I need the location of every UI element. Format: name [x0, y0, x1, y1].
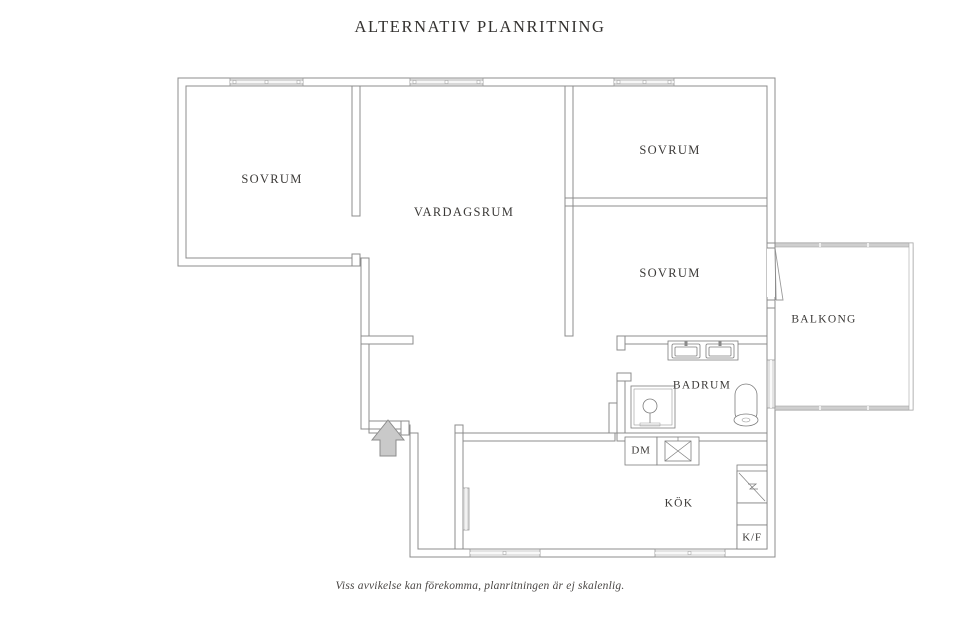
wall-entry-jog-right: [400, 420, 410, 436]
balcony-door-leaf: [774, 247, 777, 301]
appliance-labels: DM K/F: [631, 445, 761, 544]
interior-walls: [351, 85, 768, 550]
fridge-freezer-cabinet: [736, 524, 768, 550]
window-top-3-icon: [613, 77, 675, 87]
wall-hall-kitchen-vertical: [454, 432, 464, 550]
wall-badrum-left-jog-top: [616, 372, 632, 382]
balcony-railing-right: [908, 242, 914, 411]
wall-vardagsrum-right-upper: [564, 85, 574, 199]
toilet-icon: [733, 383, 759, 427]
balcony-floor: [774, 242, 914, 411]
page-title: ALTERNATIV PLANRITNING: [354, 17, 606, 36]
room-label-balkong: BALKONG: [791, 314, 856, 326]
kitchen-sink-icon: [656, 436, 700, 466]
stove-icon: [736, 470, 768, 504]
room-labels: SOVRUM VARDAGSRUM SOVRUM SOVRUM BADRUM K…: [241, 143, 856, 510]
door-frame-nub-bottom: [766, 299, 776, 309]
bathroom-fixtures: [630, 340, 759, 429]
wall-hall-vertical-lower: [360, 343, 370, 430]
window-bottom-2-icon: [654, 548, 726, 558]
kitchen-cabinet-mid: [736, 502, 768, 526]
window-hall-icon: [462, 487, 470, 531]
exterior-walls: [177, 77, 776, 558]
wall-right-bedroom-jog: [564, 197, 574, 207]
windows: [229, 77, 776, 558]
bathroom-sink-left-icon: [671, 341, 701, 359]
kitchen-fixtures: [624, 436, 768, 550]
window-top-1-icon: [229, 77, 304, 87]
balcony-structure: [766, 242, 914, 411]
shower-enclosure-icon: [630, 385, 676, 429]
wall-sovrum-left-vertical: [351, 85, 361, 217]
balcony-door-swing-icon: [774, 247, 784, 301]
window-bottom-1-icon: [469, 548, 541, 558]
room-label-badrum: BADRUM: [673, 380, 731, 392]
appliance-label-dm: DM: [631, 445, 650, 457]
wall-kitchen-top: [462, 432, 616, 442]
room-label-vardagsrum: VARDAGSRUM: [414, 205, 514, 219]
wall-sovrum-left-lower-stub: [351, 253, 361, 267]
window-right-bath-icon: [766, 359, 776, 409]
room-label-sovrum-mid-right: SOVRUM: [639, 266, 700, 280]
outer-wall-ring: [177, 77, 776, 558]
room-label-sovrum-top-right: SOVRUM: [639, 143, 700, 157]
room-label-kok: KÖK: [665, 496, 694, 510]
wall-badrum-left-vertical: [616, 372, 626, 434]
wall-vardagsrum-right-lower: [564, 205, 574, 337]
wall-hall-stub-horizontal: [360, 335, 414, 345]
balcony-door-opening: [767, 247, 775, 297]
door-frame-nub-top: [766, 242, 776, 249]
wall-between-right-bedrooms: [572, 197, 768, 207]
room-label-sovrum-left: SOVRUM: [241, 172, 302, 186]
wall-hall-vertical-upper: [360, 257, 370, 337]
wall-hall-kitchen-top-jog: [454, 424, 464, 434]
window-top-2-icon: [409, 77, 484, 87]
appliance-label-kf: K/F: [742, 532, 762, 544]
disclaimer-caption: Viss avvikelse kan förekomma, planritnin…: [335, 580, 625, 592]
balcony-railing-bottom: [774, 405, 914, 411]
wall-badrum-left-jog: [608, 402, 618, 434]
balcony-railing-top: [774, 242, 914, 248]
entrance-arrow-icon: [370, 419, 406, 457]
bathroom-sink-right-icon: [705, 341, 735, 359]
wall-bedroom-badrum-left-jog: [616, 335, 626, 351]
